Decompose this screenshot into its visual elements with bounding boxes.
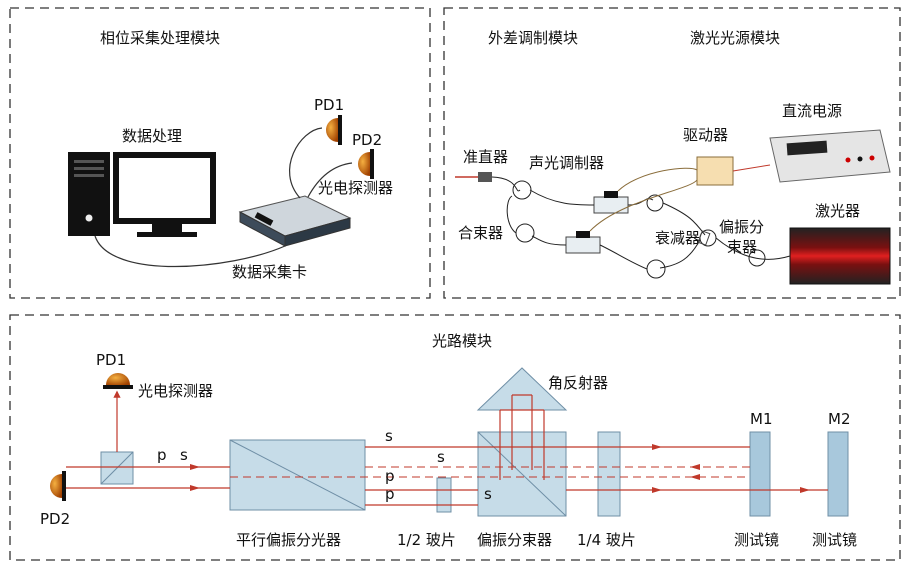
pol-s-label-4: s: [484, 485, 492, 503]
aom-label: 声光调制器: [529, 154, 604, 172]
data-processing-label: 数据处理: [122, 127, 182, 145]
attenuator-label: 衰减器: [655, 229, 700, 247]
pol-p-label-1: p: [157, 446, 167, 464]
laser-label: 激光器: [815, 202, 860, 220]
test-mirror-2-label: 测试镜: [812, 531, 857, 549]
pd1-bottom-icon: [103, 373, 133, 389]
mirror-m2: [827, 431, 849, 517]
test-mirror-1-label: 测试镜: [734, 531, 779, 549]
cable-pd1: [289, 127, 323, 199]
pbs-cube-icon: [477, 431, 567, 517]
beam-arrows: [190, 444, 810, 493]
parallel-splitter-label: 平行偏振分光器: [236, 531, 341, 549]
photodetector-top-label: 光电探测器: [318, 179, 393, 197]
laser-icon: [789, 227, 891, 285]
pbs-top-label-1: 偏振分: [719, 218, 764, 236]
quarter-wave-label: 1/4 玻片: [577, 531, 636, 549]
daq-card-icon: [238, 195, 352, 247]
cable-pc-daq: [94, 235, 286, 268]
beam-splitter-small: [100, 451, 134, 485]
pd1-bottom-label: PD1: [96, 351, 126, 369]
driver-label: 驱动器: [683, 126, 728, 144]
corner-reflector-label: 角反射器: [548, 374, 608, 392]
pd2-top-label: PD2: [352, 131, 382, 149]
optical-module-box: [9, 314, 901, 561]
pol-s-label-3: s: [437, 448, 445, 466]
heterodyne-module-box: [443, 7, 901, 299]
parallel-splitter-icon: [229, 439, 366, 511]
cable-pd2: [307, 162, 353, 198]
half-wave-plate: [436, 477, 452, 513]
driver-box: [696, 156, 734, 186]
photodetector-bottom-label: 光电探测器: [138, 382, 213, 400]
driver-power-wire: [732, 164, 771, 172]
quarter-wave-plate: [597, 431, 621, 517]
pd2-bottom-icon: [50, 471, 66, 501]
pol-p-label-3: p: [385, 485, 395, 503]
m2-label: M2: [828, 410, 851, 428]
pd1-top-label: PD1: [314, 96, 344, 114]
beam-paths: [66, 390, 828, 506]
fiber-network: [491, 167, 791, 279]
half-wave-label: 1/2 玻片: [397, 531, 456, 549]
pol-p-label-2: p: [385, 467, 395, 485]
return-beam-paths: [230, 466, 750, 478]
dc-power-label: 直流电源: [782, 102, 842, 120]
combiner-label: 合束器: [458, 224, 503, 242]
phase-module-box: [9, 7, 431, 299]
daq-card-label: 数据采集卡: [232, 263, 307, 281]
pbs-top-label-2: 束器: [727, 238, 757, 256]
pbs-top-icon: [697, 230, 711, 246]
aom-lower-icon: [565, 231, 601, 254]
optical-module-title: 光路模块: [432, 332, 492, 350]
heterodyne-module-title: 外差调制模块: [488, 29, 578, 47]
computer-icon: [68, 152, 216, 237]
laser-module-title: 激光光源模块: [690, 29, 780, 47]
pbs-bottom-label: 偏振分束器: [477, 531, 552, 549]
dc-power-icon: [769, 129, 891, 183]
collimator-icon: [455, 172, 492, 182]
phase-module-title: 相位采集处理模块: [100, 29, 220, 47]
mirror-m1: [749, 431, 771, 517]
collimator-label: 准直器: [463, 148, 508, 166]
pd2-top-icon: [358, 149, 374, 179]
pol-s-label-1: s: [180, 446, 188, 464]
pol-s-label-2: s: [385, 427, 393, 445]
m1-label: M1: [750, 410, 773, 428]
pd2-bottom-label: PD2: [40, 510, 70, 528]
pd1-top-icon: [326, 115, 342, 145]
